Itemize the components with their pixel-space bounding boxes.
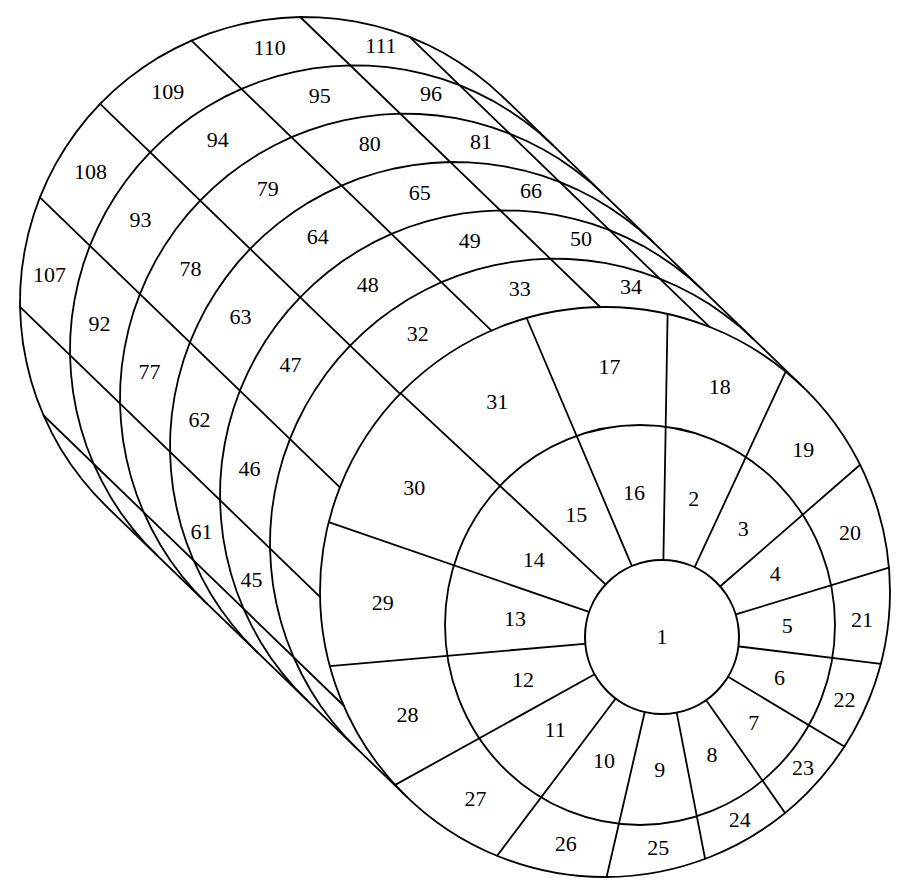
cell-number: 47 [277,353,303,377]
longitudinal-line [300,17,600,307]
cell-number: 33 [507,277,533,301]
cell-number: 12 [510,668,536,692]
cell-number: 3 [736,517,751,541]
cell-number: 107 [31,263,68,287]
cell-number: 79 [255,177,281,201]
radial-line [330,644,585,666]
longitudinal-line [40,197,340,487]
cell-number: 109 [149,80,186,104]
cell-number: 9 [652,758,667,782]
cell-number: 22 [832,688,858,712]
cell-number: 20 [837,521,863,545]
ring-arc [270,259,753,749]
cell-number: 16 [621,481,647,505]
cell-number: 1 [657,626,668,648]
radial-line [663,314,667,559]
cell-number: 8 [705,743,720,767]
cell-number: 111 [363,34,398,58]
cell-number: 29 [370,591,396,615]
cell-number: 81 [468,130,494,154]
longitudinal-line [100,104,400,394]
inner-ring [445,425,835,825]
radial-line [527,318,632,565]
cell-number: 65 [407,181,433,205]
cell-number: 108 [72,160,109,184]
ring-arc [170,162,653,652]
ring-arc [70,65,553,555]
radial-line [497,699,615,856]
cell-number: 49 [457,229,483,253]
ring-arc [20,17,503,507]
cell-number: 11 [543,718,568,742]
cell-number: 62 [187,408,213,432]
cell-number: 31 [484,390,510,414]
cell-number: 50 [568,227,594,251]
cell-number: 6 [772,666,787,690]
cell-number: 64 [305,225,331,249]
cell-number: 13 [502,607,528,631]
cell-number: 110 [252,36,288,60]
longitudinal-line [107,507,407,797]
cell-number: 4 [768,562,783,586]
face-outline [320,307,890,877]
ring-arc [120,114,603,604]
cell-number: 21 [849,608,875,632]
cell-number: 96 [418,82,444,106]
cell-number: 2 [686,487,701,511]
cell-number: 24 [727,808,753,832]
radial-line [677,714,705,859]
cell-number: 95 [307,84,333,108]
cell-number: 66 [518,179,544,203]
longitudinal-line [192,41,492,331]
cell-number: 48 [355,273,381,297]
cell-number: 18 [707,375,733,399]
cell-number: 63 [227,305,253,329]
longitudinal-line [44,416,344,706]
cell-number: 15 [563,503,589,527]
cell-number: 27 [462,787,488,811]
cell-number: 5 [780,614,795,638]
cell-number: 77 [137,360,163,384]
cell-number: 10 [591,749,617,773]
cell-number: 7 [746,711,761,735]
radial-line [739,647,880,664]
cell-number: 17 [596,355,622,379]
cell-number: 30 [401,476,427,500]
radial-line [401,393,605,584]
cell-number: 92 [87,312,113,336]
cell-number: 78 [177,257,203,281]
cell-number: 94 [205,128,231,152]
radial-line [695,372,786,567]
hub-circle: 1 [584,559,740,715]
cell-number: 14 [521,548,547,572]
cell-number: 19 [790,438,816,462]
longitudinal-line [503,97,803,387]
radial-line [607,713,645,877]
cell-number: 46 [237,457,263,481]
cell-number: 23 [790,756,816,780]
radial-line [329,522,589,611]
cell-number: 26 [553,832,579,856]
cell-number: 61 [189,520,215,544]
radial-line [395,675,594,785]
cell-number: 28 [394,703,420,727]
longitudinal-line [20,307,320,597]
cell-number: 80 [357,132,383,156]
cell-number: 45 [239,568,265,592]
cell-number: 32 [405,322,431,346]
cell-number: 25 [645,836,671,860]
cell-number: 93 [127,208,153,232]
longitudinal-line [410,37,710,327]
cell-number: 34 [618,275,644,299]
